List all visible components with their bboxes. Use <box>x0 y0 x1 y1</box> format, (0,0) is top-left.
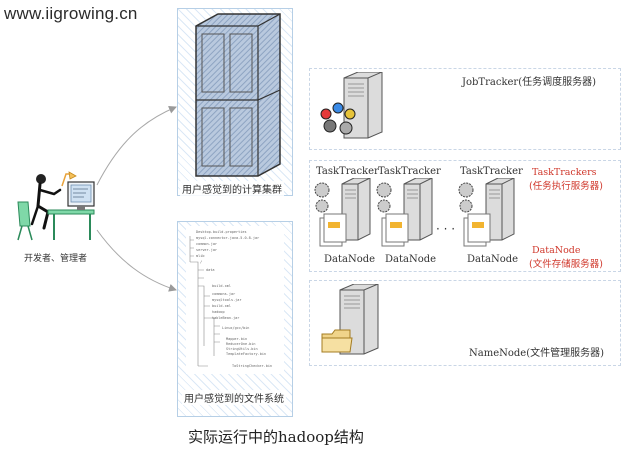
datanode-title: DataNode <box>532 245 581 256</box>
tasktrackers-title: TaskTrackers <box>532 167 597 178</box>
tree-line-3: common.jar <box>196 242 218 246</box>
tree-line-26: ToStringChecker.bin <box>232 364 273 368</box>
namenode-label: NameNode(文件管理服务器) <box>469 348 605 359</box>
arrow-to-filesystem <box>96 229 177 292</box>
tree-line-12: build.xml <box>212 304 231 308</box>
tree-line-11: mysqltools.jar <box>212 298 242 302</box>
tree-line-13: hadoop <box>212 310 225 314</box>
watermark: www.iigrowing.cn <box>4 4 138 23</box>
tasktrackers-subtitle: (任务执行服务器) <box>529 181 603 192</box>
tasktracker-label-3: TaskTracker <box>460 166 523 177</box>
diagram-caption: 实际运行中的hadoop结构 <box>188 428 364 446</box>
datanode-label-1: DataNode <box>324 254 376 265</box>
tasktracker-node-3-icon <box>458 178 515 247</box>
tree-line-6: / <box>200 260 203 264</box>
tree-line-20: StringUtils.bin <box>226 347 258 351</box>
developer-label: 开发者、管理者 <box>24 254 88 264</box>
filesystem-tree: Desktop.build.properties mysql-connector… <box>186 226 284 374</box>
developer-icon <box>17 171 95 241</box>
jobtracker-label: JobTracker(任务调度服务器) <box>462 77 597 88</box>
tree-line-14: tableBean.jar <box>212 316 240 320</box>
tree-line-5: mlib <box>196 254 205 258</box>
tasktracker-label-1: TaskTracker <box>316 166 379 177</box>
datanode-label-2: DataNode <box>385 254 437 265</box>
datanode-label-3: DataNode <box>467 254 519 265</box>
tree-line-4: server.jar <box>196 248 218 252</box>
tree-line-16: Linux/gcc/bin <box>222 326 250 330</box>
tree-line-9: build.xml <box>212 284 231 288</box>
compute-cluster-label: 用户感觉到的计算集群 <box>180 181 284 196</box>
namenode-server-icon <box>321 284 379 355</box>
tree-line-10: commons.jar <box>212 292 236 296</box>
server-rack-icon <box>195 13 281 177</box>
filesystem-label: 用户感觉到的文件系统 <box>182 390 286 405</box>
tree-lines <box>189 236 220 367</box>
tree-line-18: Mapper.bin <box>226 337 248 341</box>
tree-line-7: data <box>206 268 215 272</box>
jobtracker-server-icon <box>320 72 383 139</box>
datanode-subtitle: (文件存储服务器) <box>529 259 603 270</box>
arrow-to-compute <box>96 106 177 186</box>
tree-line-19: ReducerOne.bin <box>226 342 256 346</box>
tasktracker-node-2-icon <box>376 178 433 247</box>
tree-line-21: TemplateFactory.bin <box>226 352 267 356</box>
tasktracker-label-2: TaskTracker <box>378 166 441 177</box>
tasktracker-node-1-icon <box>314 178 371 247</box>
tree-line-1: Desktop.build.properties <box>196 230 247 234</box>
nodes-ellipsis: · · · <box>436 222 456 236</box>
tree-line-2: mysql-connector-java-5.0.8.jar <box>196 236 260 240</box>
